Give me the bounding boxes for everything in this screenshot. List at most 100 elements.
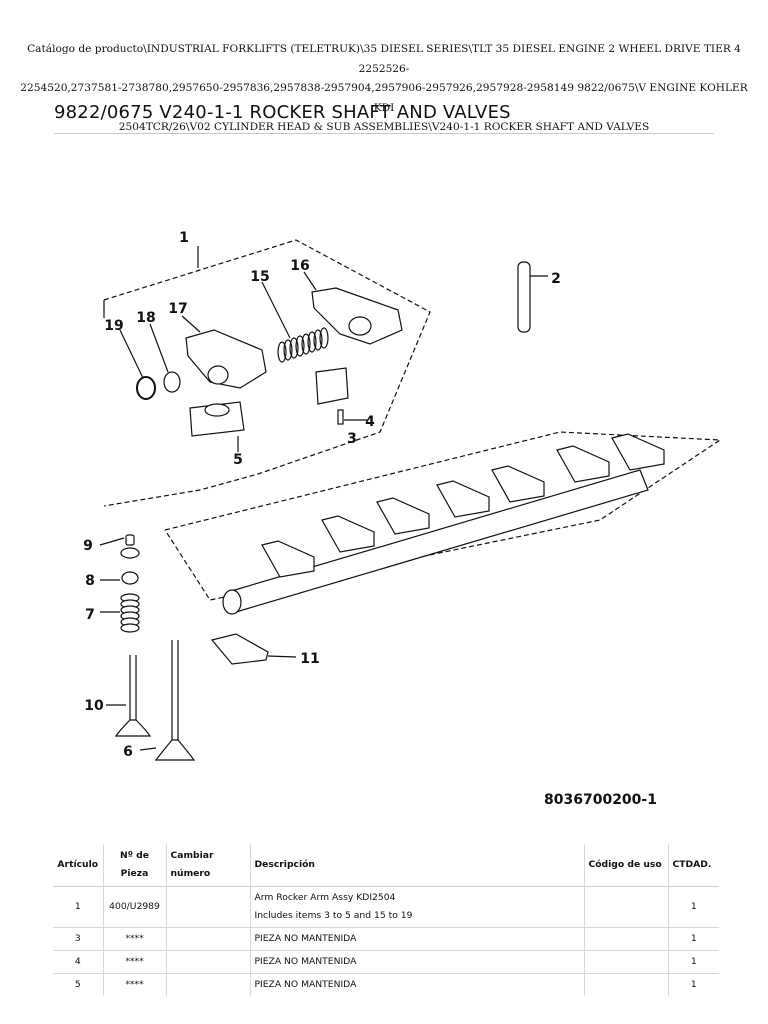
cell-qty: 1 — [667, 950, 719, 974]
description-line: Arm Rocker Arm Assy KDI2504 — [254, 892, 396, 903]
breadcrumb: Catálogo de producto\INDUSTRIAL FORKLIFT… — [20, 40, 748, 138]
cell-qty: 1 — [667, 886, 719, 928]
valve-spring-7 — [120, 623, 140, 633]
spring-coil-15 — [301, 333, 311, 355]
breadcrumb-line: 2504TCR/26\V02 CYLINDER HEAD & SUB ASSEM… — [118, 121, 650, 134]
cell-qty: 1 — [667, 927, 719, 951]
col-header-description: Descripción — [249, 844, 584, 887]
spring-coil-15 — [283, 339, 293, 361]
cell-change-number — [165, 927, 250, 951]
support-bracket — [315, 367, 349, 405]
rocker-arm-16 — [311, 287, 403, 345]
table-header-row: Artículo Nº de Pieza Cambiar número Desc… — [53, 844, 719, 887]
page-title: 9822/0675 V240-1-1 ROCKER SHAFT AND VALV… — [54, 102, 511, 123]
description-line: PIEZA NO MANTENIDA — [254, 979, 357, 990]
cell-description: PIEZA NO MANTENIDA — [249, 973, 584, 996]
cell-part-no: 400/U2989 — [102, 886, 166, 928]
callout-label: 7 — [85, 607, 95, 623]
callout-label: 1 — [179, 230, 189, 246]
rocker-arm-17 — [185, 329, 267, 389]
cell-change-number — [165, 886, 250, 928]
cell-part-no: **** — [102, 950, 166, 974]
cell-usage-code — [583, 950, 668, 974]
col-header-usage-code: Código de uso — [583, 844, 668, 887]
table-row: 3**** PIEZA NO MANTENIDA 1 — [53, 927, 719, 951]
washer-18 — [163, 371, 181, 393]
shaft-rocker-arm — [611, 433, 665, 471]
callout-label: 15 — [250, 269, 269, 285]
callout-label: 4 — [365, 414, 375, 430]
col-header-part-no-line: Nº de — [120, 850, 149, 861]
callout-label: 19 — [104, 318, 123, 334]
shaft-rocker-arm — [556, 445, 610, 483]
callout-label: 3 — [347, 431, 357, 447]
callout-leader — [99, 537, 125, 546]
cell-qty: 1 — [667, 973, 719, 996]
rocker-shaft-end — [222, 589, 242, 615]
valve-bridge-11 — [210, 633, 269, 665]
valve-10-head — [114, 719, 152, 737]
description-line: Includes items 3 to 5 and 15 to 19 — [254, 910, 413, 921]
rocker-shaft — [227, 469, 649, 613]
callout-label: 5 — [233, 452, 243, 468]
callout-label: 16 — [290, 258, 309, 274]
callout-leader — [119, 329, 144, 379]
callout-leader — [267, 655, 297, 658]
push-rod-2 — [517, 261, 531, 333]
pin-3 — [337, 409, 344, 425]
shaft-rocker-arm — [491, 465, 545, 503]
shaft-rocker-arm — [261, 540, 315, 578]
valve-collet — [125, 534, 135, 546]
valve-seal-8 — [121, 571, 139, 585]
cell-item: 5 — [53, 973, 103, 996]
cell-item: 3 — [53, 927, 103, 951]
pedestal-5 — [189, 401, 245, 437]
spring-retainer-9 — [120, 547, 140, 559]
callout-label: 17 — [168, 301, 187, 317]
col-header-change-line: número — [170, 868, 211, 879]
cell-part-no: **** — [102, 927, 166, 951]
spring-coil-15 — [295, 335, 305, 357]
cell-usage-code — [583, 886, 668, 928]
callout-leader — [149, 323, 169, 373]
rocker-arm-bore — [348, 316, 372, 336]
spring-coil-15 — [319, 327, 329, 349]
diagram-artwork — [99, 239, 722, 761]
cell-change-number — [165, 973, 250, 996]
spring-coil-15 — [313, 329, 323, 351]
spring-coil-15 — [277, 341, 287, 363]
table-row: 4**** PIEZA NO MANTENIDA 1 — [53, 950, 719, 974]
cell-change-number — [165, 950, 250, 974]
pedestal-seat — [204, 403, 230, 417]
circlip-19 — [136, 376, 156, 400]
callout-label: 2 — [551, 271, 561, 287]
spring-coil-15 — [307, 331, 317, 353]
parts-table: Artículo Nº de Pieza Cambiar número Desc… — [53, 844, 719, 996]
callout-label: 18 — [136, 310, 155, 326]
col-header-change-line: Cambiar — [170, 850, 214, 861]
cell-usage-code — [583, 973, 668, 996]
breadcrumb-line: Catálogo de producto\INDUSTRIAL FORKLIFT… — [27, 43, 741, 75]
callout-label: 11 — [300, 651, 319, 667]
cell-item: 4 — [53, 950, 103, 974]
assembly-frame-upper — [103, 239, 431, 507]
shaft-rocker-arm — [321, 515, 375, 553]
callout-label: 9 — [83, 538, 93, 554]
valve-6-head — [154, 739, 196, 761]
title-divider — [54, 133, 714, 134]
description-line: PIEZA NO MANTENIDA — [254, 956, 357, 967]
shaft-rocker-arm — [376, 497, 430, 535]
callout-label: 6 — [123, 744, 133, 760]
cell-item: 1 — [53, 886, 103, 928]
callout-leader — [181, 315, 201, 333]
description-line: PIEZA NO MANTENIDA — [254, 933, 357, 944]
col-header-qty: CTDAD. — [667, 844, 719, 887]
shaft-rocker-arm — [436, 480, 490, 518]
callout-leader — [261, 281, 291, 339]
callout-label: 10 — [84, 698, 104, 714]
